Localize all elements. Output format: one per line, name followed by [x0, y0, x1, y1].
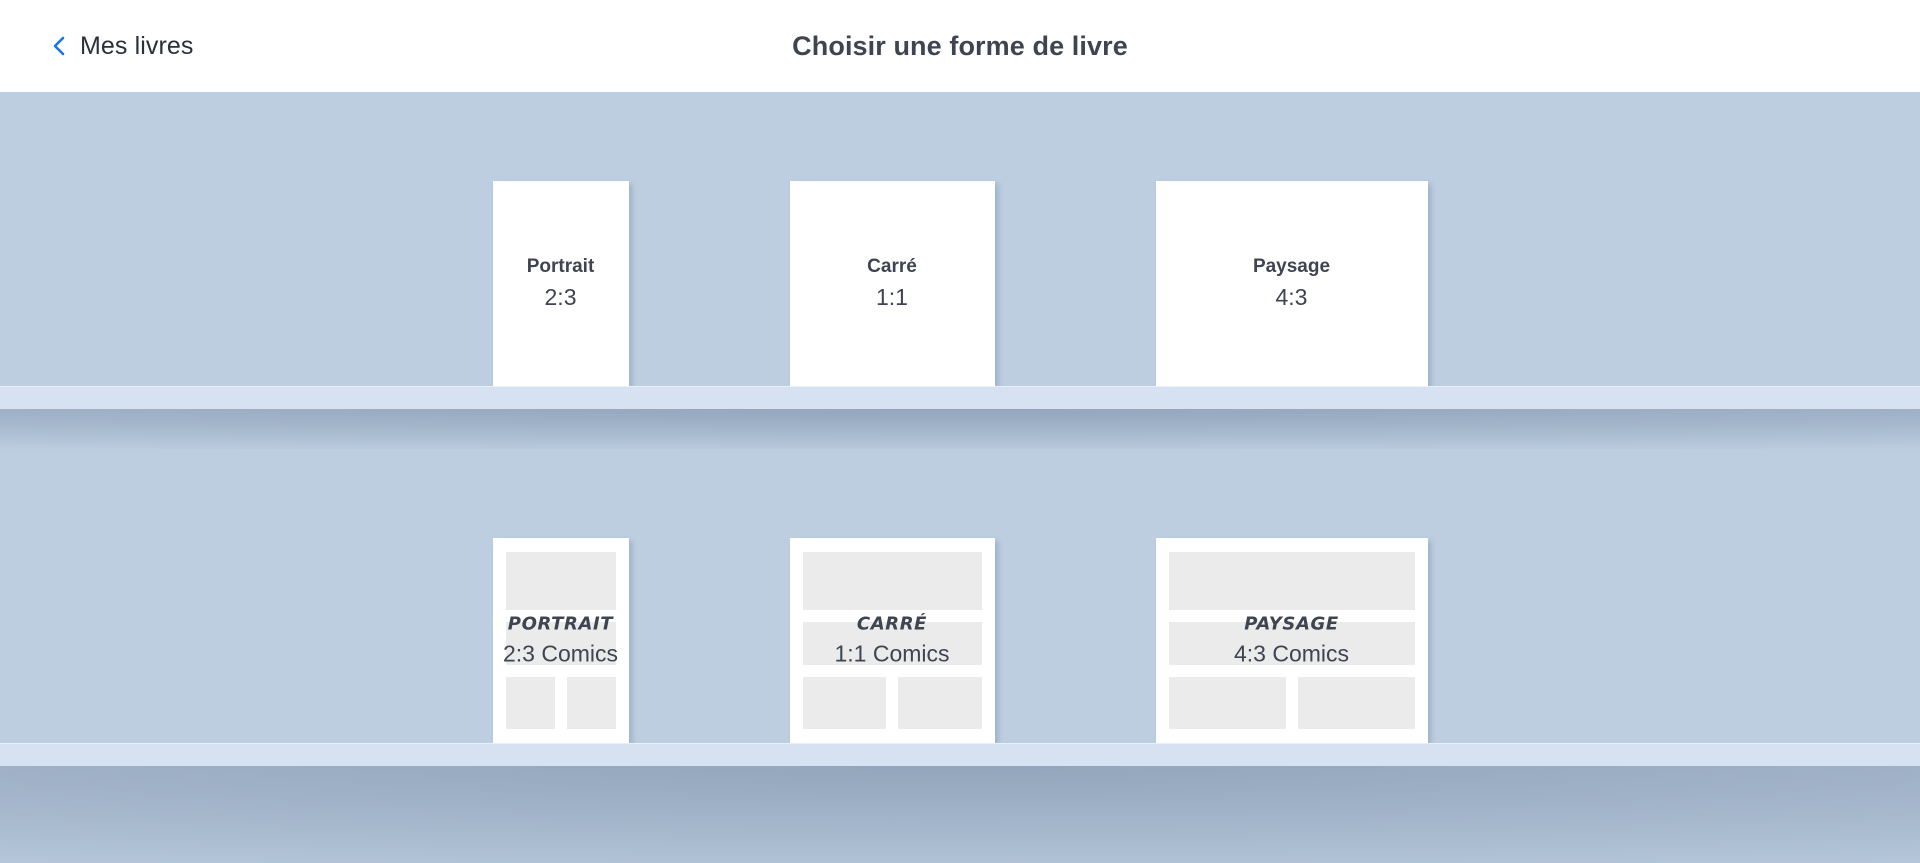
book-shape-carre-comics[interactable]: Carré 1:1 Comics: [789, 538, 995, 743]
comic-panel: [1168, 552, 1415, 610]
comic-panel-row: [505, 677, 616, 729]
shelf-comics-ledge: [0, 743, 1920, 766]
book-shape-portrait-name: Portrait: [526, 255, 595, 277]
comic-panel: [802, 677, 886, 729]
book-shape-portrait-labels: Portrait 2:3: [527, 253, 595, 315]
comic-panel: [1297, 677, 1415, 729]
comic-panel: [898, 677, 982, 729]
comic-panel-grid-portrait: [493, 538, 629, 743]
book-shape-paysage-labels: Paysage 4:3: [1253, 253, 1330, 315]
book-shape-paysage[interactable]: Paysage 4:3: [1155, 181, 1428, 386]
back-button[interactable]: Mes livres: [52, 32, 194, 61]
shelf-comics-shadow: [0, 766, 1920, 863]
book-shape-portrait-ratio: 2:3: [544, 284, 577, 311]
book-shape-carre-ratio: 1:1: [876, 284, 908, 311]
shelf-standard-ledge: [0, 386, 1920, 409]
book-shape-portrait[interactable]: Portrait 2:3: [492, 181, 629, 386]
comic-panel: [505, 677, 555, 729]
shelf-standard-shadow: [0, 409, 1920, 449]
comic-panel: [566, 677, 616, 729]
shelf-standard-stage: Portrait 2:3 Carré 1:1 Paysage 4:3: [0, 92, 1920, 386]
shelf-comics-stage: Portrait 2:3 Comics Carré 1:1 Comics: [0, 449, 1920, 743]
comic-panel-row: [1168, 677, 1415, 729]
book-shape-carre-labels: Carré 1:1: [867, 253, 917, 315]
comic-panel: [802, 552, 982, 610]
shelf-standard: Portrait 2:3 Carré 1:1 Paysage 4:3: [0, 92, 1920, 449]
page-header: Mes livres Choisir une forme de livre: [0, 0, 1920, 92]
comic-panel-row: [802, 677, 982, 729]
comic-panel: [1168, 621, 1415, 666]
comic-panel: [505, 552, 616, 610]
comic-panel: [1168, 677, 1286, 729]
book-shape-portrait-comics[interactable]: Portrait 2:3 Comics: [492, 538, 629, 743]
page-title: Choisir une forme de livre: [792, 30, 1128, 61]
book-shape-paysage-ratio: 4:3: [1275, 284, 1308, 311]
comic-panel-grid-paysage: [1156, 538, 1428, 743]
book-shape-paysage-comics[interactable]: Paysage 4:3 Comics: [1155, 538, 1428, 743]
comic-panel: [802, 621, 982, 666]
book-shape-carre-name: Carré: [867, 255, 917, 277]
comic-panel: [505, 621, 616, 666]
shelf-container: Portrait 2:3 Carré 1:1 Paysage 4:3: [0, 92, 1920, 863]
back-button-label: Mes livres: [80, 31, 194, 60]
comic-panel-grid-carre: [790, 538, 995, 743]
shelf-comics: Portrait 2:3 Comics Carré 1:1 Comics: [0, 449, 1920, 863]
book-shape-carre[interactable]: Carré 1:1: [789, 181, 995, 386]
book-shape-paysage-name: Paysage: [1252, 255, 1331, 277]
chevron-left-icon: [52, 35, 66, 57]
